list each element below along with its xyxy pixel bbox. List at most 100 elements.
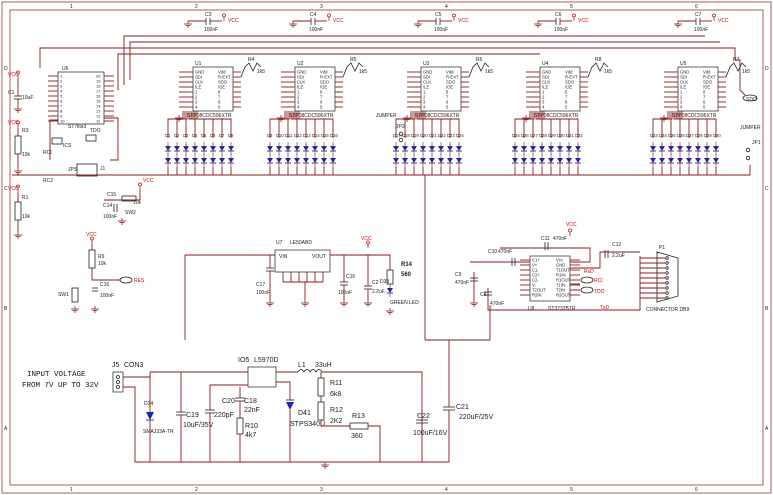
driver-pin-left: /LE — [542, 85, 548, 90]
led-icon — [200, 141, 208, 156]
led-ref: D15 — [321, 133, 329, 138]
ldo-regulator-block: U7 LE50ABD VIN VOUT C17 100nF C16 100nF … — [184, 236, 419, 340]
driver-pin-right: 8 — [320, 90, 323, 95]
led-icon — [437, 141, 445, 156]
sw2-ref: SW2 — [125, 210, 136, 216]
led-icon — [284, 153, 292, 168]
c1-val: 10uF — [22, 95, 33, 101]
u8-chip — [529, 255, 571, 302]
driver-pin-right: 7 — [565, 95, 568, 100]
u8-pin-left: C1- — [532, 268, 539, 273]
d34-ref: D34 — [144, 401, 153, 407]
r13-val: 360 — [351, 433, 363, 440]
led-icon — [428, 141, 436, 156]
input-voltage-line1: INPUT VOLTAGE — [27, 371, 86, 379]
led-icon — [428, 153, 436, 168]
driver-pin-right: 7 — [703, 95, 706, 100]
vcc-label-2: VCC — [8, 120, 19, 126]
db9-pin-icon — [665, 256, 669, 260]
led-icon — [392, 153, 400, 168]
d41-ref: D41 — [298, 410, 311, 417]
c19-ref: C19 — [186, 412, 199, 419]
led-ref: D24 — [456, 133, 464, 138]
u7-part: LE50ABD — [290, 240, 312, 246]
led-icon — [529, 153, 537, 168]
frame-row-A: A — [4, 426, 8, 432]
vcc-icon — [327, 13, 331, 22]
u7-vin: VIN — [279, 254, 288, 260]
jumper-right-label: JUMPER — [740, 125, 761, 131]
ics-label: ICS — [63, 143, 72, 149]
driver-rext-val: 1k5 — [257, 69, 265, 75]
frame-col-bottom-1: 1 — [70, 487, 73, 493]
led-icon — [712, 141, 720, 156]
driver-pin-left: SDI — [542, 75, 549, 80]
vcc-icon — [222, 13, 226, 22]
u8-pin-right: T2IN — [556, 288, 565, 293]
led-icon — [419, 153, 427, 168]
rci2-label: RCI — [594, 278, 603, 284]
led-icon — [173, 141, 181, 156]
top-cap-val: 100nF — [434, 27, 448, 33]
jumper-mid-label: JUMPER — [376, 113, 397, 119]
led-icon — [419, 141, 427, 156]
db9-pin-icon — [665, 281, 669, 285]
led-ref: D28 — [539, 133, 547, 138]
led-icon — [209, 153, 217, 168]
led-icon — [556, 153, 564, 168]
r12-ref: R12 — [330, 407, 343, 414]
led-icon — [676, 141, 684, 156]
driver-ref: U4 — [542, 61, 549, 67]
led-ref: D20 — [420, 133, 428, 138]
frame-row-right-B: B — [765, 306, 769, 312]
led-icon — [182, 141, 190, 156]
driver-pin-right: 5 — [703, 105, 706, 110]
u8-pin-left: C1+ — [532, 258, 540, 263]
driver-pin-right: R-EXT — [218, 75, 231, 80]
l1-val: 33uH — [315, 362, 332, 369]
ground-icon — [183, 20, 193, 28]
vcc-label-1: VCC — [8, 72, 19, 78]
driver-pin-left: /LE — [423, 85, 429, 90]
driver-ref: U1 — [195, 61, 202, 67]
io5-ref: IO5 — [238, 357, 249, 364]
d41-part: STPS340U — [290, 421, 325, 428]
driver-pin-right: /OE — [320, 85, 327, 90]
top-cap-ref: C5 — [435, 12, 442, 18]
l1-ref: L1 — [298, 362, 306, 369]
led-ref: D11 — [285, 133, 293, 138]
driver-part: STP08CDC596XTR — [672, 113, 717, 119]
vcc-label-7: VCC — [566, 222, 577, 228]
driver-pin-left: 3 — [542, 100, 545, 105]
driver-pin-left: SDI — [423, 75, 430, 80]
db9-pin-icon — [665, 291, 669, 295]
ground-icon — [659, 114, 669, 122]
c16-left-ref: C16 — [100, 282, 109, 288]
vcc-label: VCC — [333, 18, 344, 24]
led-icon — [218, 153, 226, 168]
driver-chip — [420, 66, 462, 112]
led-icon — [538, 153, 546, 168]
driver-pin-left: GND — [680, 70, 689, 75]
driver-part: STP08CDC596XTR — [187, 113, 232, 119]
led-ref: D13 — [303, 133, 311, 138]
frame-row-right-C: C — [765, 186, 769, 192]
driver-chip — [677, 66, 719, 112]
u8-pin-left: C2- — [532, 278, 539, 283]
ground-icon — [521, 114, 531, 122]
led-icon — [520, 141, 528, 156]
vcc-label-4: VCC — [143, 178, 154, 184]
vcc-label-6: VCC — [361, 236, 372, 242]
led-ref: D23 — [447, 133, 455, 138]
led-icon — [275, 141, 283, 156]
driver-pin-right: Vdd — [446, 70, 454, 75]
mcu-pin-right: 14 — [96, 104, 101, 109]
driver-rext-val: 1k5 — [604, 69, 612, 75]
buck-converter-block: IO5 L5970D L1 33uH C20 220pF C18 22nF R1… — [205, 339, 494, 469]
led-icon — [275, 153, 283, 168]
led-icon — [392, 141, 400, 156]
driver-ref: U5 — [680, 61, 687, 67]
frame-col-bottom-4: 4 — [445, 487, 448, 493]
driver-part: STP08CDC596XTR — [289, 113, 334, 119]
